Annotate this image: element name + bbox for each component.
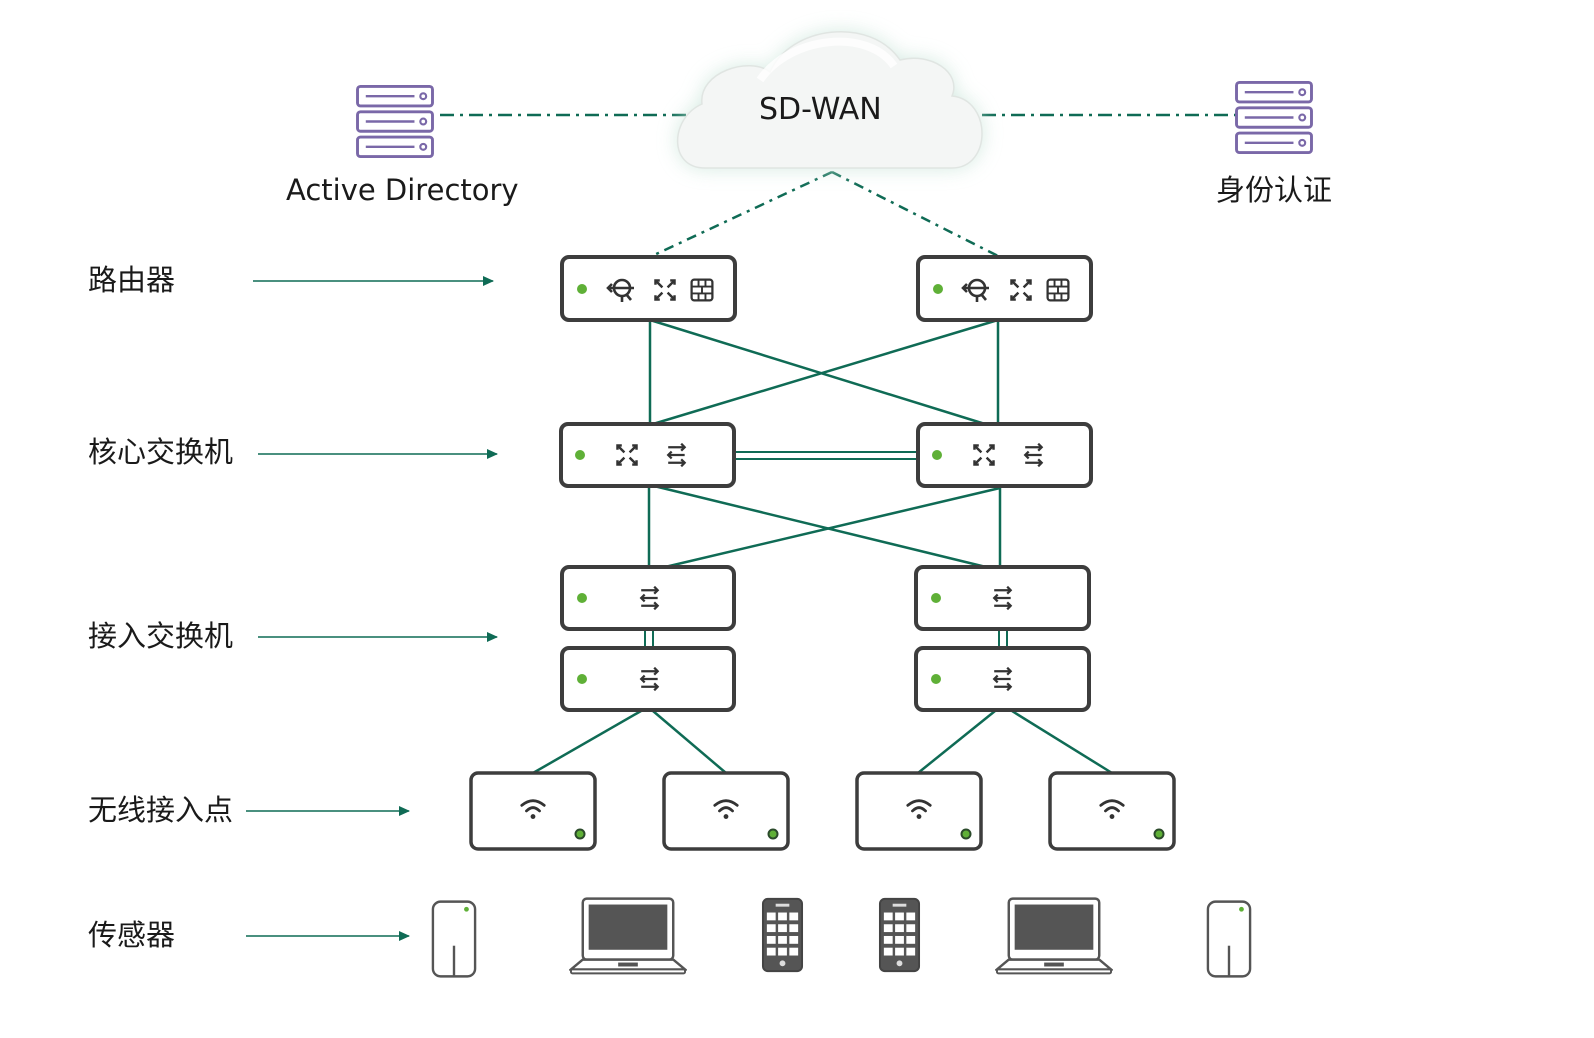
- switch-icon: [667, 442, 686, 468]
- status-led: [932, 450, 942, 460]
- access-switch-device[interactable]: [914, 646, 1091, 712]
- access-switch-device[interactable]: [914, 565, 1091, 631]
- phone-icon: [878, 897, 921, 973]
- tier-label-wireless-ap: 无线接入点: [88, 793, 234, 827]
- laptop-icon: [995, 897, 1113, 975]
- status-led: [577, 284, 587, 294]
- tier-label-sensor: 传感器: [88, 918, 176, 952]
- access-point-device[interactable]: [469, 771, 597, 851]
- router-device[interactable]: [916, 255, 1093, 322]
- tier-arrows: [246, 276, 498, 941]
- status-led: [574, 828, 586, 840]
- access-point-device[interactable]: [855, 771, 983, 851]
- switch-icon: [993, 666, 1012, 692]
- tier-label-router: 路由器: [88, 263, 176, 297]
- router-core-cross-link: [649, 318, 986, 426]
- active-directory-server-icon: [356, 85, 434, 159]
- status-led: [577, 674, 587, 684]
- identity-auth-label: 身份认证: [1216, 173, 1333, 207]
- access-ap-link: [1011, 709, 1113, 775]
- access-ap-link: [917, 710, 996, 774]
- active-directory-label: Active Directory: [286, 173, 519, 207]
- status-led: [767, 828, 779, 840]
- core-switch-device[interactable]: [559, 422, 736, 488]
- switch-icon: [1024, 442, 1043, 468]
- identity-auth-server-icon: [1235, 81, 1313, 155]
- router-core-cross-link: [652, 318, 999, 426]
- status-led: [1153, 828, 1165, 840]
- access-point-device[interactable]: [1048, 771, 1176, 851]
- cloud-label: SD-WAN: [759, 92, 882, 127]
- core-switch-device[interactable]: [916, 422, 1093, 488]
- status-led: [960, 828, 972, 840]
- router-device[interactable]: [560, 255, 737, 322]
- access-switch-device[interactable]: [560, 646, 736, 712]
- access-switch-device[interactable]: [560, 565, 736, 631]
- status-led: [933, 284, 943, 294]
- phone-icon: [761, 897, 804, 973]
- cloud-to-router-right-link: [831, 170, 999, 258]
- access-ap-link: [652, 710, 727, 774]
- status-led: [577, 593, 587, 603]
- core-access-cross-link: [664, 486, 1001, 569]
- switch-icon: [993, 585, 1012, 611]
- status-led: [931, 593, 941, 603]
- tier-label-core-switch: 核心交换机: [88, 435, 234, 469]
- access-point-device[interactable]: [662, 771, 790, 851]
- sensor-device-icon: [1206, 900, 1252, 978]
- switch-icon: [640, 666, 659, 692]
- laptop-icon: [569, 897, 687, 975]
- status-led: [575, 450, 585, 460]
- status-led: [931, 674, 941, 684]
- core-access-cross-link: [653, 484, 987, 569]
- tier-label-access-switch: 接入交换机: [88, 619, 234, 653]
- access-ap-link: [532, 709, 642, 775]
- links-layer: [440, 113, 1238, 775]
- sd-wan-cloud: [676, 31, 983, 169]
- cloud-to-router-left-link: [651, 170, 833, 258]
- switch-icon: [640, 585, 659, 611]
- sensor-device-icon: [431, 900, 477, 978]
